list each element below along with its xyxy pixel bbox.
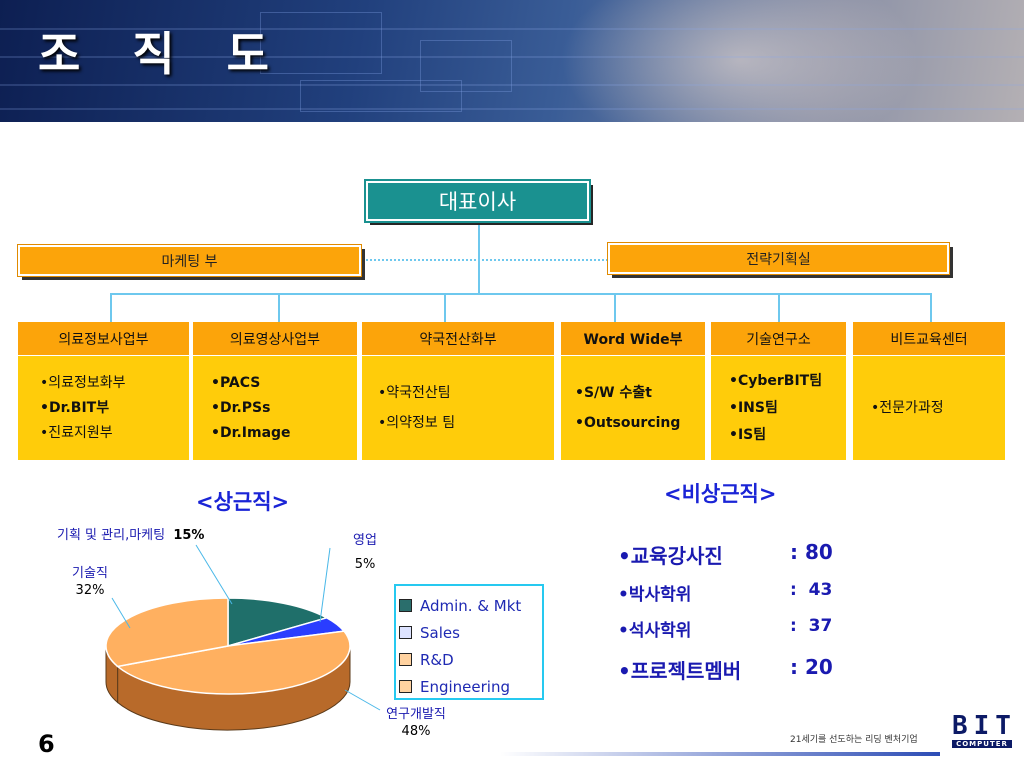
legend-item: R&D [399, 646, 542, 673]
list-item: •의약정보 팀 [378, 415, 456, 431]
pie-slice-rnd-side [117, 645, 351, 731]
stat-value: : 80 [790, 540, 833, 564]
connector-line [444, 293, 446, 322]
header-banner: 조 직 도 [0, 0, 1024, 122]
dept-header: 약국전산화부 [362, 322, 554, 356]
connector-line [930, 293, 932, 322]
list-item: •진료지원부 [40, 424, 113, 441]
dept-header: 의료영상사업부 [193, 322, 357, 356]
marketing-box: 마케팅 부 [17, 244, 362, 277]
pie-slice-engineering [105, 597, 229, 668]
list-item: •INS팀 [729, 399, 778, 416]
connector-line [614, 293, 616, 322]
pie-label-engineering: 기술직 32% [72, 566, 108, 598]
page-title: 조 직 도 [38, 27, 287, 81]
stat-label: •교육강사진 [618, 544, 723, 568]
stat-value: : 43 [790, 580, 833, 600]
list-item: •IS팀 [729, 426, 767, 443]
pie-leader-line [195, 544, 233, 605]
pie-leader-line [319, 547, 331, 623]
pie-slice-admin [227, 597, 329, 647]
legend-swatch [399, 653, 412, 666]
legend-swatch [399, 599, 412, 612]
dept-body: •PACS •Dr.PSs •Dr.Image [193, 356, 357, 460]
chart-legend: Admin. & Mkt Sales R&D Engineering [394, 584, 544, 700]
list-item: •Dr.Image [211, 424, 291, 441]
connector-line [278, 293, 280, 322]
stat-label: •석사학위 [618, 621, 692, 641]
regular-staff-heading: <상근직> [196, 490, 290, 514]
legend-item: Admin. & Mkt [399, 592, 542, 619]
banner-circuit [260, 12, 382, 74]
list-item: •약국전산팀 [378, 385, 451, 401]
nonregular-staff-heading: <비상근직> [664, 482, 777, 506]
pie-leader-line [111, 597, 131, 629]
connector-line [478, 221, 480, 293]
connector-line [110, 293, 112, 322]
list-item: •의료정보화부 [40, 374, 126, 391]
list-item: •CyberBIT팀 [729, 372, 823, 389]
company-logo: BIT COMPUTER [952, 711, 1017, 748]
page-number: 6 [38, 730, 55, 758]
stat-value: : 20 [790, 655, 833, 679]
stat-label: •프로젝트멤버 [618, 659, 742, 683]
list-item: •PACS [211, 374, 261, 391]
banner-glow [560, 0, 920, 122]
pie-slice-engineering-side [105, 645, 119, 704]
pie-slice-rnd [115, 630, 351, 695]
pie-label-admin: 기획 및 관리,마케팅 15% [57, 528, 205, 543]
pie-label-sales: 영업 5% [353, 533, 377, 572]
dept-header: 비트교육센터 [853, 322, 1005, 356]
pie-label-rnd: 연구개발직 48% [386, 707, 446, 739]
dept-body: •약국전산팀 •의약정보 팀 [362, 356, 554, 460]
banner-stripe [0, 56, 1024, 58]
dept-header: 기술연구소 [711, 322, 846, 356]
ceo-box: 대표이사 [364, 179, 591, 223]
legend-swatch [399, 680, 412, 693]
banner-stripe [0, 108, 1024, 110]
strategy-box: 전략기획실 [607, 242, 950, 275]
list-item: •Dr.BIT부 [40, 399, 110, 416]
list-item: •전문가과정 [871, 399, 944, 416]
legend-swatch [399, 626, 412, 639]
legend-item: Sales [399, 619, 542, 646]
footer-line [500, 752, 940, 756]
list-item: •Dr.PSs [211, 399, 271, 416]
banner-stripe [0, 28, 1024, 30]
dept-body: •S/W 수출t •Outsourcing [561, 356, 705, 460]
list-item: •Outsourcing [575, 415, 681, 431]
dept-body: •CyberBIT팀 •INS팀 •IS팀 [711, 356, 846, 460]
dept-body: •의료정보화부 •Dr.BIT부 •진료지원부 [18, 356, 189, 460]
banner-circuit [420, 40, 512, 92]
dept-header: Word Wide부 [561, 322, 705, 356]
connector-line [778, 293, 780, 322]
footer-slogan: 21세기를 선도하는 리딩 벤처기업 [790, 735, 918, 745]
list-item: •S/W 수출t [575, 385, 652, 401]
banner-stripe [0, 84, 1024, 86]
banner-circuit [300, 80, 462, 112]
dept-body: •전문가과정 [853, 356, 1005, 460]
pie-slice-sales [227, 616, 346, 647]
advisory-connector [362, 259, 608, 261]
legend-item: Engineering [399, 673, 542, 700]
dept-header: 의료정보사업부 [18, 322, 189, 356]
stat-label: •박사학위 [618, 585, 692, 605]
connector-line [110, 293, 932, 295]
stat-value: : 37 [790, 616, 833, 636]
